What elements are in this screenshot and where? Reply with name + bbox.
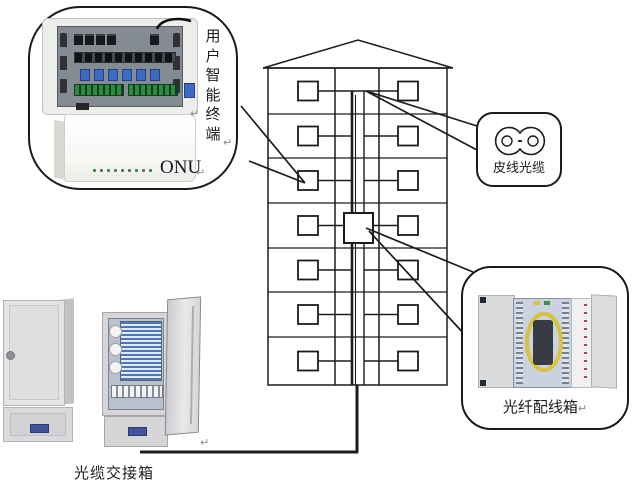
rack-patch-panel bbox=[74, 52, 176, 63]
riser-cables bbox=[350, 91, 365, 385]
rack-ethernet-ports bbox=[74, 32, 118, 50]
fdb-fiber-loop bbox=[525, 312, 563, 372]
rack-vent-left bbox=[60, 33, 67, 100]
splice-tray-stack bbox=[120, 321, 162, 381]
rack-blue-module bbox=[184, 83, 195, 98]
return-mark: ↵ bbox=[223, 136, 233, 149]
rack-terminal-block-left bbox=[74, 84, 124, 96]
room-unit-square bbox=[397, 304, 419, 325]
fdb-splice-cover bbox=[533, 320, 553, 365]
open-cabinet-body bbox=[102, 312, 170, 416]
floor-connectors bbox=[318, 90, 398, 362]
rack-fiber-adapters bbox=[80, 68, 164, 86]
room-unit-square bbox=[297, 304, 319, 325]
drop-cable-label: 皮线光缆 bbox=[492, 160, 545, 175]
cabinet-name-plate bbox=[128, 427, 147, 436]
fiber-storage-wheel bbox=[109, 325, 122, 338]
floor-lines bbox=[268, 113, 447, 338]
onu-front-face bbox=[64, 114, 196, 182]
cabinet-door bbox=[9, 305, 59, 400]
room-unit-square bbox=[397, 170, 419, 191]
fdb-adapter-strip-left bbox=[516, 302, 523, 384]
drop-cable-cross-section-icon bbox=[494, 126, 546, 156]
cabinet-pedestal bbox=[3, 407, 73, 442]
room-unit-square bbox=[397, 259, 419, 281]
fdb-port-dots bbox=[584, 304, 587, 380]
callout-pointer-lines bbox=[240, 90, 478, 337]
fiber-storage-wheel bbox=[109, 361, 122, 374]
fdb-left-door bbox=[478, 295, 515, 388]
user-terminal-rack-photo bbox=[42, 17, 198, 115]
return-mark: ↵ bbox=[200, 436, 210, 449]
cabinet-lock-knob bbox=[6, 351, 15, 360]
user-terminal-callout-bubble: 用户智能终端 ↵ ↵ ONU ↵ bbox=[28, 6, 238, 190]
room-unit-square bbox=[397, 125, 419, 147]
building-roof bbox=[262, 39, 454, 69]
fiber-storage-wheel bbox=[109, 343, 122, 356]
room-unit-square bbox=[297, 215, 319, 236]
room-unit-squares bbox=[297, 80, 419, 372]
fiber-distribution-box-photo bbox=[478, 292, 617, 391]
onu-callout-pointer bbox=[240, 105, 306, 184]
cabinet-front bbox=[3, 300, 65, 406]
splitter-row bbox=[111, 385, 163, 398]
cross-connect-cabinet-label: 光缆交接箱 bbox=[73, 466, 154, 482]
fdb-right-panel bbox=[571, 298, 593, 388]
room-unit-square bbox=[297, 350, 319, 372]
open-cabinet-door bbox=[164, 296, 202, 436]
room-unit-square bbox=[397, 80, 419, 102]
fdb-right-door bbox=[591, 294, 617, 389]
fdb-interior bbox=[513, 298, 573, 388]
cross-connect-cabinet-closed-photo bbox=[3, 296, 79, 442]
return-mark: ↵ bbox=[190, 107, 200, 120]
room-unit-square bbox=[297, 125, 319, 147]
cabinet-name-plate bbox=[30, 424, 49, 433]
cabinet-pedestal-panel bbox=[10, 413, 66, 436]
open-cabinet-interior bbox=[108, 318, 164, 410]
riser-distribution-box bbox=[343, 212, 374, 244]
feeder-cable bbox=[140, 385, 359, 454]
rack-panel bbox=[57, 26, 195, 110]
room-unit-square bbox=[397, 215, 419, 236]
room-unit-square bbox=[297, 170, 319, 191]
onu-device-photo bbox=[54, 114, 196, 186]
fdb-label-row: 光纤配线箱↵ bbox=[463, 396, 627, 417]
rack-uplink-cable bbox=[155, 17, 192, 30]
fdb-callout-pointer bbox=[365, 227, 474, 337]
user-terminal-label: 用户智能终端 bbox=[205, 29, 221, 143]
rack-terminal-block-right bbox=[128, 84, 178, 96]
drop-cable-callout-pointer bbox=[365, 90, 478, 151]
onu-led-row bbox=[93, 169, 152, 172]
fdb-callout-bubble: 光纤配线箱↵ bbox=[461, 266, 629, 430]
drop-cable-callout-bubble: 皮线光缆 bbox=[476, 112, 562, 187]
rack-vent-right bbox=[173, 33, 180, 100]
room-unit-square bbox=[397, 350, 419, 372]
open-cabinet-pedestal bbox=[104, 416, 168, 447]
return-mark: ↵ bbox=[577, 402, 588, 415]
cross-connect-cabinet-open-photo bbox=[98, 296, 204, 450]
room-unit-square bbox=[297, 259, 319, 281]
onu-label: ONU bbox=[160, 157, 202, 178]
return-mark: ↵ bbox=[196, 166, 206, 179]
fdb-label: 光纤配线箱 bbox=[502, 400, 578, 416]
room-unit-square bbox=[297, 80, 319, 102]
rack-switch bbox=[76, 103, 89, 110]
fdb-adapter-strip-right bbox=[562, 302, 569, 384]
rack-uplink-port bbox=[150, 32, 161, 50]
